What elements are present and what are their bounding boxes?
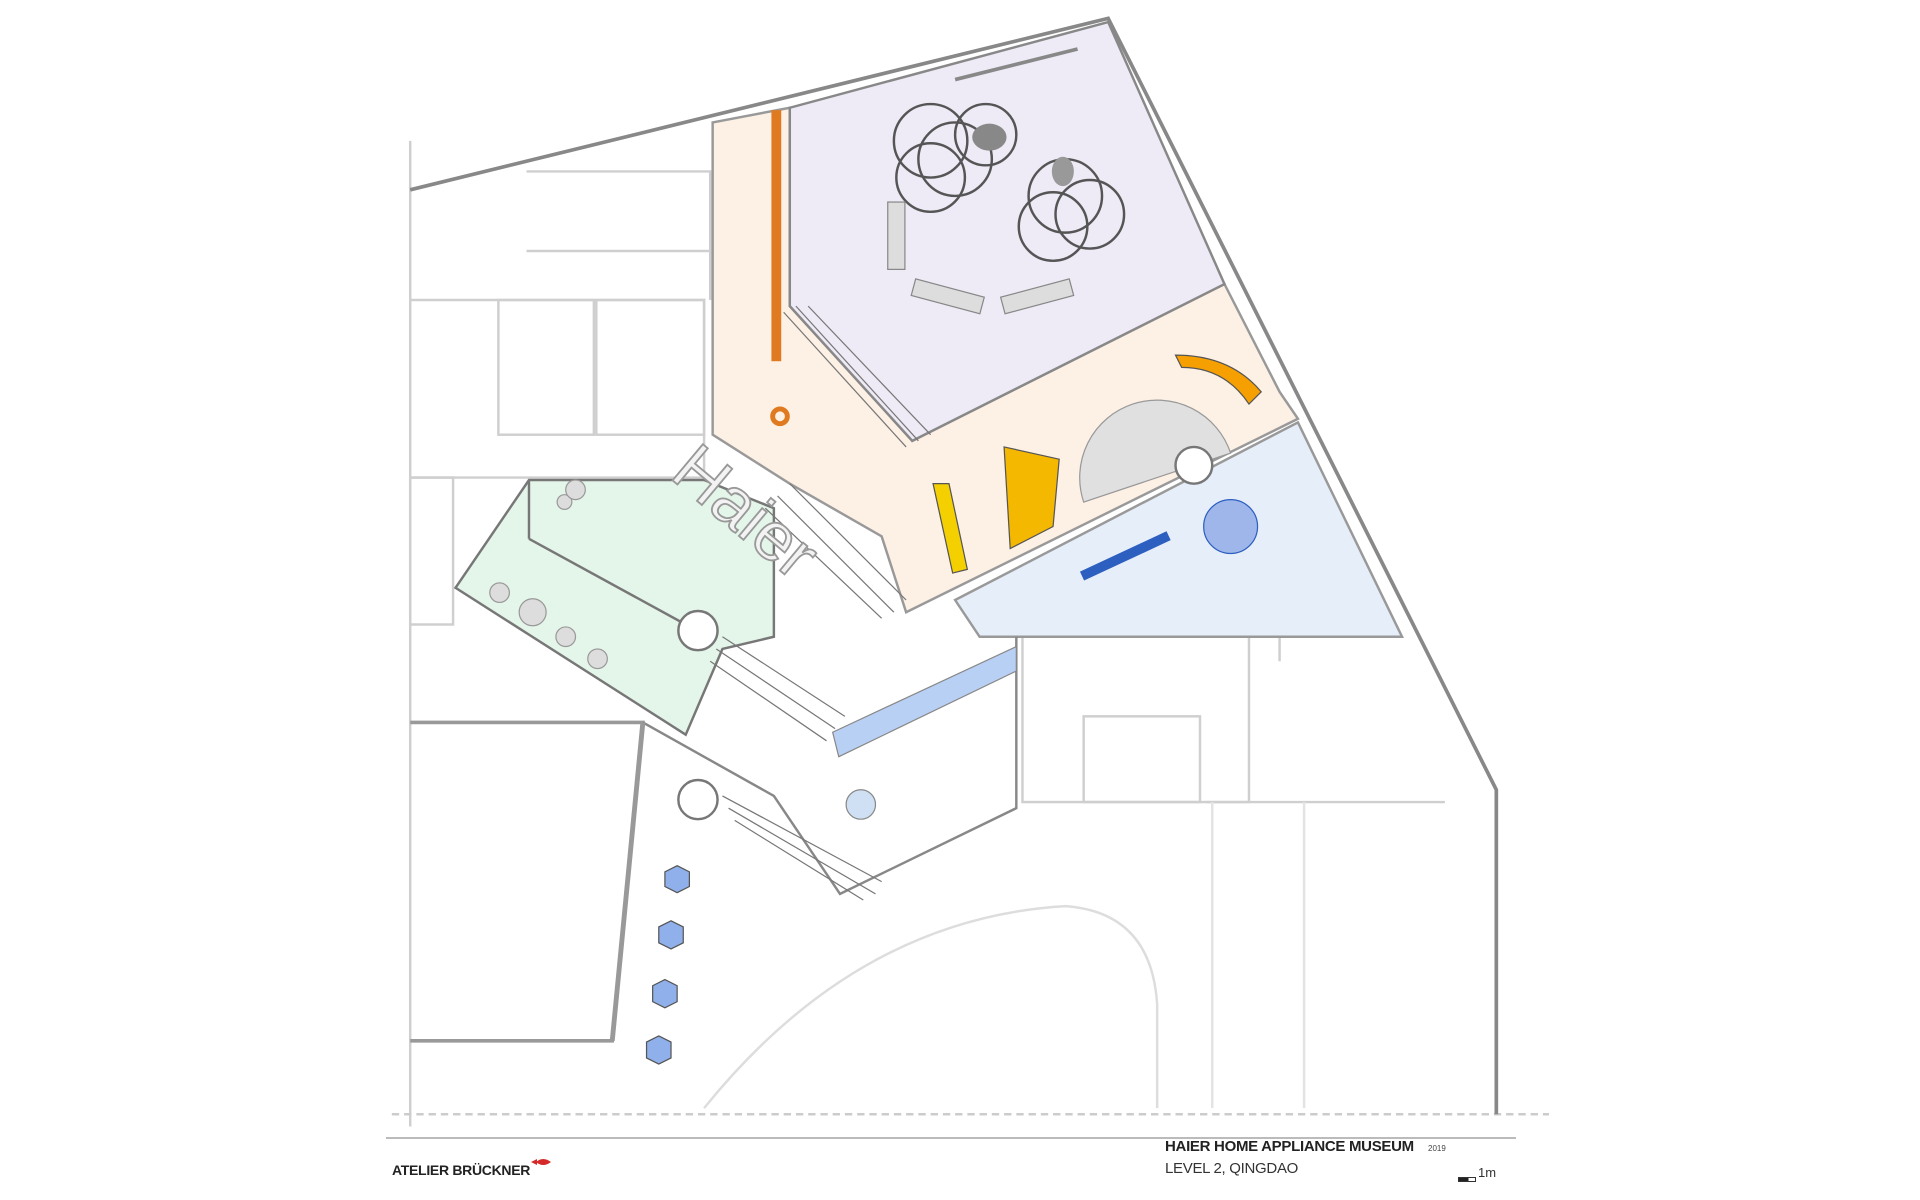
yellow-curved-display bbox=[1003, 446, 1060, 550]
zone-purple bbox=[788, 20, 1227, 443]
blue-glass-bridge bbox=[831, 645, 1017, 758]
display-bench bbox=[887, 201, 906, 270]
grey-pod bbox=[972, 123, 1007, 151]
lower-left-wall bbox=[609, 722, 646, 1042]
blue-display-bar bbox=[1079, 531, 1171, 581]
round-display bbox=[845, 789, 877, 820]
brand-fish-icon bbox=[531, 1159, 551, 1165]
plan-subtitle: LEVEL 2, QINGDAO bbox=[1165, 1160, 1299, 1177]
grey-pod bbox=[1051, 156, 1074, 187]
display-bench bbox=[999, 278, 1075, 315]
orange-display-wall bbox=[771, 110, 782, 362]
yellow-display-strip bbox=[932, 483, 969, 574]
plan-title: HAIER HOME APPLIANCE MUSEUM bbox=[1165, 1138, 1414, 1155]
column bbox=[1174, 445, 1214, 485]
top-bench bbox=[954, 47, 1078, 82]
blue-cubes bbox=[645, 865, 690, 1065]
scale-bar bbox=[1458, 1177, 1476, 1182]
outer-facade bbox=[409, 16, 1499, 1115]
plan-year: 2019 bbox=[1428, 1144, 1446, 1153]
column bbox=[677, 778, 719, 821]
display-bench bbox=[910, 278, 986, 315]
lower-hall-wall bbox=[642, 636, 1018, 896]
scale-label: 1m bbox=[1478, 1165, 1497, 1180]
green-zone-pods bbox=[489, 479, 608, 670]
grey-half-platform bbox=[1079, 399, 1232, 503]
zone-green bbox=[453, 478, 776, 737]
green-diagonal-wall bbox=[528, 537, 687, 626]
orange-curved-display bbox=[1174, 354, 1263, 406]
firm-name: ATELIER BRÜCKNER bbox=[392, 1162, 531, 1178]
orange-ring bbox=[770, 406, 790, 427]
title-block-rule bbox=[386, 1137, 1516, 1139]
stairs bbox=[709, 305, 932, 901]
column bbox=[677, 609, 719, 652]
blue-dome bbox=[1203, 498, 1259, 555]
